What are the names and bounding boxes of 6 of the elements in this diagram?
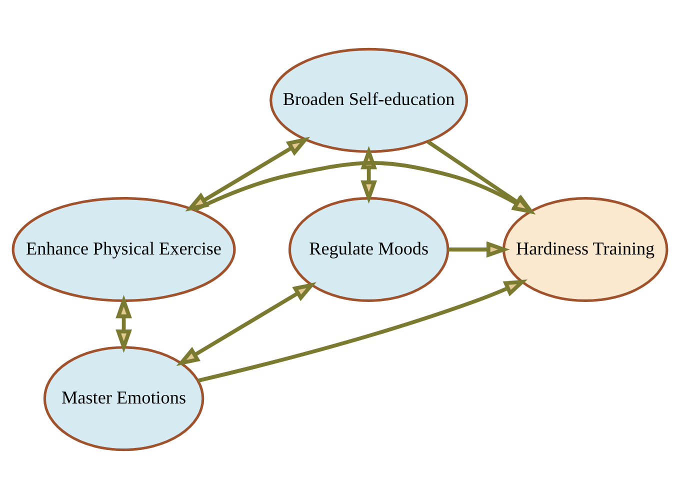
- arrow: [448, 240, 510, 258]
- node-ellipse: Broaden Self-education: [270, 47, 468, 152]
- arrow: [198, 278, 528, 382]
- arrow: [116, 294, 132, 352]
- node-ellipse: Enhance Physical Exercise: [12, 196, 236, 302]
- arrow: [176, 282, 316, 366]
